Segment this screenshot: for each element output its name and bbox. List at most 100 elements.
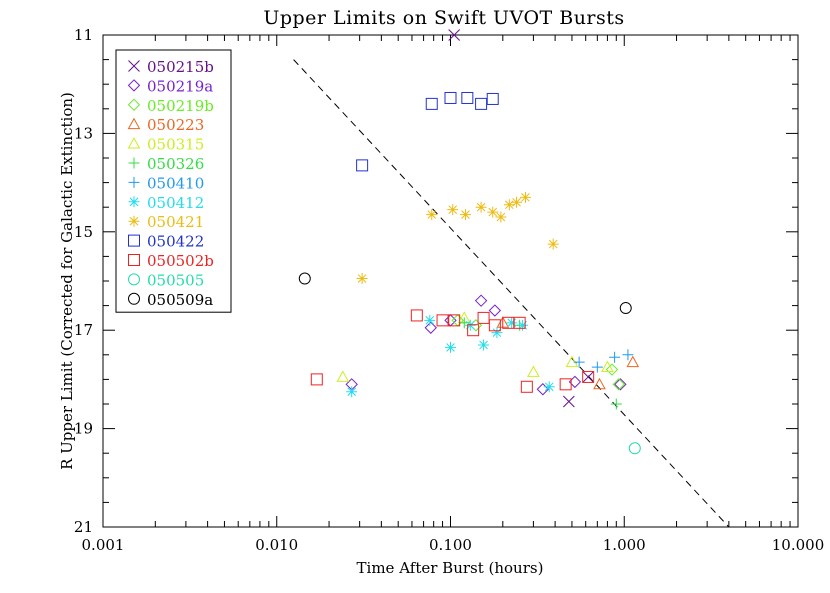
- data-point: [619, 302, 632, 315]
- data-point: [593, 377, 606, 390]
- data-point: [474, 294, 488, 307]
- data-point: [356, 159, 369, 172]
- y-tick-label: 19: [74, 420, 93, 438]
- data-point: [475, 97, 488, 110]
- data-point: [610, 398, 622, 410]
- data-point: [486, 92, 499, 105]
- x-tick-label: 1.000: [603, 536, 646, 554]
- legend-label: 050219b: [147, 97, 214, 115]
- data-point: [346, 386, 358, 398]
- legend: 050215b050219a050219b0502230503150503260…: [115, 49, 232, 313]
- data-point: [487, 206, 499, 218]
- data-point: [460, 209, 472, 221]
- data-point: [495, 211, 507, 223]
- reference-dashed-line: [293, 59, 730, 528]
- legend-label: 050422: [147, 233, 204, 251]
- data-point: [444, 314, 457, 327]
- data-point: [448, 29, 461, 41]
- data-point: [519, 191, 531, 203]
- data-point: [475, 201, 487, 213]
- legend-label: 050410: [147, 174, 204, 192]
- data-point: [426, 209, 438, 221]
- legend-label: 050502b: [147, 252, 214, 270]
- data-point: [626, 355, 640, 368]
- legend-marker: [128, 273, 140, 286]
- data-point: [464, 319, 476, 331]
- data-point: [410, 309, 423, 322]
- x-tick-label: 0.001: [82, 536, 125, 554]
- legend-marker: [127, 137, 141, 149]
- data-point: [622, 349, 634, 361]
- legend-label: 050223: [147, 116, 204, 134]
- y-tick-label: 11: [74, 26, 93, 44]
- data-point: [605, 363, 619, 376]
- legend-label: 050505: [147, 271, 204, 289]
- legend-marker: [128, 292, 140, 305]
- data-point: [559, 378, 572, 391]
- data-point: [444, 91, 457, 104]
- data-point: [601, 360, 614, 372]
- data-point: [436, 314, 449, 327]
- data-point: [425, 97, 438, 110]
- data-point: [536, 383, 550, 396]
- data-point: [488, 304, 502, 317]
- data-point: [447, 204, 459, 216]
- series-050421: [356, 191, 559, 285]
- legend-label: 050215b: [147, 58, 214, 76]
- data-point: [298, 272, 311, 285]
- data-point: [582, 371, 595, 383]
- series-050412: [346, 314, 555, 398]
- legend-marker: [128, 176, 140, 188]
- data-point: [336, 370, 350, 382]
- y-tick-label: 17: [74, 321, 93, 339]
- y-tick-label: 21: [74, 518, 93, 536]
- series-050422: [356, 91, 499, 172]
- data-point: [356, 273, 368, 285]
- data-point: [424, 321, 437, 334]
- data-point: [513, 316, 526, 329]
- data-point: [563, 395, 575, 408]
- legend-marker: [128, 196, 140, 208]
- data-point: [461, 91, 474, 104]
- legend-marker: [127, 79, 141, 92]
- data-point: [491, 327, 503, 339]
- series-050215b: [448, 29, 595, 408]
- series-050505: [628, 442, 641, 455]
- legend-label: 050219a: [147, 77, 213, 95]
- y-tick-label: 13: [74, 124, 93, 142]
- legend-marker: [128, 157, 140, 169]
- series-050315: [336, 311, 614, 382]
- y-tick-label: 15: [74, 223, 93, 241]
- data-point: [591, 361, 603, 373]
- legend-marker: [127, 98, 141, 112]
- legend-marker: [128, 254, 140, 266]
- data-point: [445, 341, 456, 353]
- data-point: [573, 356, 585, 368]
- legend-label: 050315: [147, 136, 204, 154]
- legend-marker: [127, 117, 141, 130]
- y-tick-labels: 11 13 15 17 19 21: [74, 26, 93, 536]
- series-050410: [573, 349, 634, 373]
- data-point: [506, 317, 518, 329]
- legend-marker: [128, 215, 140, 227]
- data-point: [614, 378, 627, 391]
- axis-ticks: [102, 34, 798, 528]
- data-point: [424, 314, 436, 326]
- legend-marker: [128, 60, 140, 72]
- data-points: [298, 29, 641, 455]
- data-point: [609, 351, 621, 363]
- chart-title: Upper Limits on Swift UVOT Bursts: [263, 7, 624, 29]
- data-point: [488, 319, 501, 332]
- legend-label: 050509a: [147, 291, 213, 309]
- legend-label: 050421: [147, 213, 204, 231]
- data-point: [511, 196, 523, 208]
- data-point: [467, 324, 480, 337]
- legend-label: 050326: [147, 155, 204, 173]
- data-point: [628, 442, 641, 455]
- x-axis-title: Time After Burst (hours): [357, 559, 544, 577]
- data-point: [477, 311, 490, 324]
- x-tick-label: 10.000: [772, 536, 825, 554]
- data-point: [543, 381, 555, 393]
- data-point: [520, 380, 533, 393]
